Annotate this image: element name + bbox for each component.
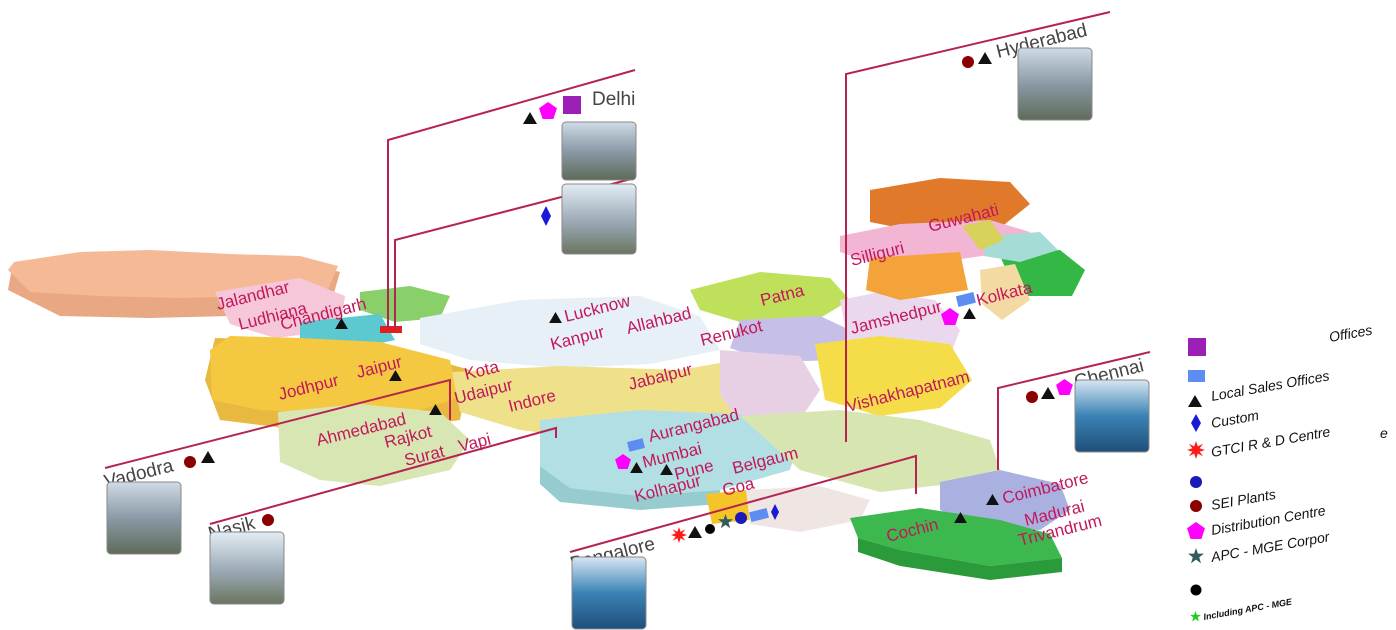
bangalore-photo bbox=[571, 556, 647, 630]
legend-local-sales: Local Sales Offices bbox=[1210, 367, 1331, 404]
legend-offices: Offices bbox=[1328, 322, 1374, 345]
leader-lines bbox=[104, 11, 1151, 553]
triangle-icon bbox=[523, 112, 537, 124]
custom-diamond-icon bbox=[1191, 414, 1201, 432]
callout-custom[interactable] bbox=[541, 183, 637, 255]
triangle-icon bbox=[978, 52, 992, 64]
leader-hyderabad bbox=[845, 11, 1111, 442]
sei-plant-dot-icon bbox=[1190, 500, 1202, 512]
legend-custom: Custom bbox=[1210, 407, 1261, 431]
hyderabad-photo bbox=[1017, 47, 1093, 121]
region-sikkim bbox=[870, 178, 1030, 232]
leader-delhi bbox=[387, 69, 636, 328]
region-tamilnadu bbox=[940, 470, 1070, 530]
rd-centre-burst-icon bbox=[671, 527, 687, 543]
sei-plant-dot-icon bbox=[184, 456, 196, 468]
offices-square-icon bbox=[563, 96, 581, 114]
callout-delhi-label: Delhi bbox=[592, 89, 635, 110]
local-sales-rect-icon bbox=[1188, 370, 1205, 382]
callout-hyderabad[interactable]: Hyderabad bbox=[962, 20, 1093, 121]
nasik-photo bbox=[209, 531, 285, 605]
sei-plant-dot-icon bbox=[1026, 391, 1038, 403]
region-bihar bbox=[690, 272, 850, 322]
region-karnataka bbox=[746, 486, 870, 532]
region-up bbox=[420, 296, 720, 368]
callout-vadodra[interactable]: Vadodra bbox=[102, 451, 215, 555]
custom-diamond-icon bbox=[541, 206, 551, 226]
region-ne-tan bbox=[980, 264, 1030, 320]
green-star-icon bbox=[1190, 611, 1201, 622]
leader-nasik bbox=[209, 426, 557, 525]
map-markers bbox=[335, 292, 999, 523]
callout-nasik[interactable]: Nasik bbox=[206, 513, 285, 605]
region-maharashtra bbox=[540, 410, 800, 496]
distribution-pentagon-icon bbox=[1187, 522, 1205, 539]
leader-custom bbox=[394, 177, 636, 330]
triangle-icon bbox=[1041, 387, 1055, 399]
triangle-icon bbox=[963, 308, 976, 319]
sei-plant-dot-icon bbox=[962, 56, 974, 68]
triangle-icon bbox=[688, 526, 702, 538]
region-chhattisgarh bbox=[720, 350, 820, 424]
chennai-photo bbox=[1074, 379, 1150, 453]
delhi-marker bbox=[380, 326, 402, 333]
callout-delhi[interactable]: Delhi bbox=[523, 89, 637, 181]
region-ne-orange bbox=[866, 252, 968, 300]
region-maharashtra-extrude bbox=[540, 466, 720, 510]
local-sales-rect-icon bbox=[627, 438, 645, 452]
region-kerala bbox=[850, 508, 1062, 566]
callout-chennai[interactable]: Chennai bbox=[1026, 355, 1150, 453]
custom-photo bbox=[561, 183, 637, 255]
legend-stray-e: e bbox=[1380, 425, 1388, 441]
legend-note: Including APC - MGE bbox=[1203, 596, 1294, 622]
blue-dot-icon bbox=[735, 512, 747, 524]
triangle-icon bbox=[1188, 395, 1202, 407]
legend: Offices Local Sales Offices Custom GTCI … bbox=[1187, 322, 1388, 622]
vadodra-photo bbox=[106, 481, 182, 555]
leader-vadodra bbox=[104, 378, 451, 469]
delhi-photo bbox=[561, 121, 637, 181]
region-andhra bbox=[740, 410, 1000, 492]
distribution-pentagon-icon bbox=[539, 102, 557, 119]
legend-sei-plants: SEI Plants bbox=[1210, 486, 1277, 513]
legend-rd-centre: GTCI R & D Centre bbox=[1210, 423, 1332, 460]
region-himachal bbox=[360, 286, 450, 322]
leader-chennai bbox=[997, 351, 1151, 470]
distribution-pentagon-icon bbox=[1056, 379, 1073, 395]
leader-bangalore bbox=[569, 454, 917, 553]
region-ne-olive bbox=[962, 220, 1004, 250]
local-sales-rect-icon bbox=[749, 507, 769, 523]
custom-diamond-icon bbox=[771, 504, 779, 520]
region-kerala-extrude bbox=[858, 538, 1062, 580]
rd-centre-burst-icon bbox=[1187, 441, 1205, 459]
region-orissa bbox=[815, 336, 972, 416]
offices-square-icon bbox=[1188, 338, 1206, 356]
blue-dot-icon bbox=[1190, 476, 1202, 488]
sei-plant-dot-icon bbox=[262, 514, 274, 526]
local-sales-rect-icon bbox=[955, 292, 976, 308]
apc-star-icon bbox=[1188, 548, 1204, 564]
map-regions bbox=[8, 178, 1085, 580]
black-dot-icon bbox=[1190, 584, 1202, 596]
triangle-icon bbox=[201, 451, 215, 463]
black-dot-icon bbox=[705, 524, 715, 534]
